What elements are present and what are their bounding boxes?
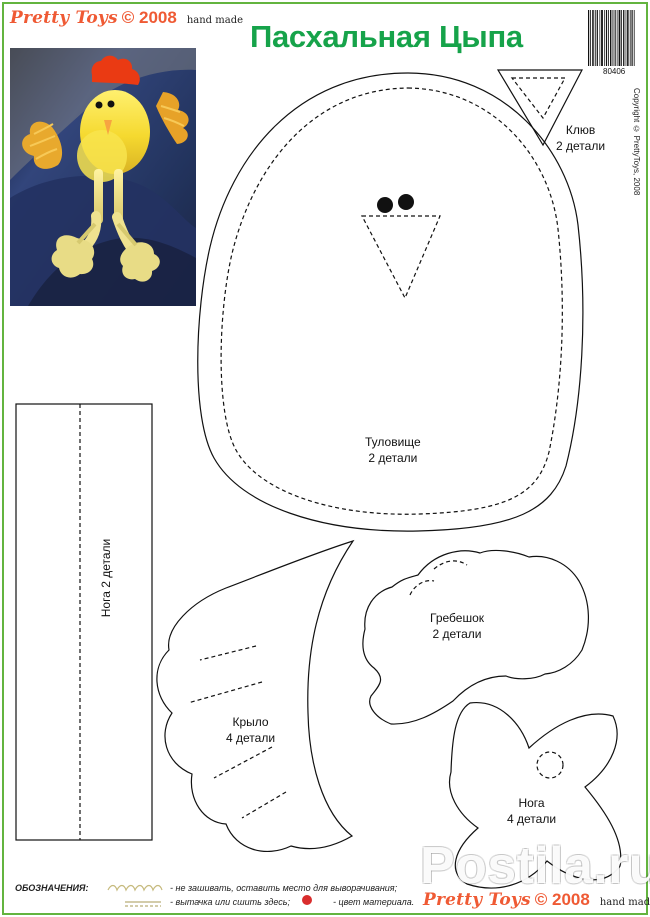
leg-foot-shape <box>449 702 622 889</box>
legend-leave-open-icon <box>107 884 163 892</box>
leg-strip-label-name: Нога 2 детали <box>99 538 113 618</box>
leg-foot-label-count: 4 детали <box>507 812 557 827</box>
beak-shape <box>496 69 583 147</box>
body-label-count: 2 детали <box>368 451 418 466</box>
leg-strip-shape <box>15 403 153 841</box>
wing-stitch-3 <box>213 746 273 779</box>
legend-line-1: - не зашивать, оставить место для вывора… <box>170 883 398 893</box>
legend-title: ОБОЗНАЧЕНИЯ: <box>15 883 89 893</box>
wing-stitch-2 <box>187 681 263 704</box>
body-label-name: Туловище <box>365 435 421 449</box>
comb-shape <box>362 549 590 725</box>
leg-strip-label: Нога 2 детали <box>98 523 114 633</box>
legend-dart-icon <box>125 901 161 907</box>
legend-color-marker <box>302 895 312 905</box>
beak-label-count: 2 детали <box>556 139 606 154</box>
page-title: Пасхальная Цыпа <box>250 19 523 54</box>
brand-handmade: hand made <box>186 15 244 26</box>
wing-stitch-1 <box>199 645 257 661</box>
beak-inner-fold <box>510 77 567 120</box>
barcode <box>587 10 637 68</box>
leg-foot-label-name: Нога <box>518 796 545 810</box>
chick-eye-left <box>377 197 393 213</box>
comb-inner-stitch-2 <box>409 579 435 596</box>
beak-label: Клюв 2 детали <box>556 122 605 154</box>
beak-label-name: Клюв <box>565 123 596 137</box>
wing-stitch-4 <box>241 791 287 819</box>
bottom-brand-name: Pretty Toys <box>423 890 531 910</box>
bottom-right-brand: Pretty Toys © 2008 hand made <box>423 890 650 910</box>
comb-label-count: 2 детали <box>432 627 482 642</box>
bottom-brand-handmade: hand made <box>599 897 650 908</box>
body-inner-stitch <box>220 87 563 515</box>
wing-label-name: Крыло <box>232 715 269 729</box>
chick-eye-right <box>398 194 414 210</box>
legend-line-3: - цвет материала. <box>333 897 415 907</box>
chick-photo <box>10 48 196 306</box>
comb-label: Гребешок 2 детали <box>430 610 484 642</box>
brand-year: © 2008 <box>121 8 177 27</box>
wing-label-count: 4 детали <box>226 731 276 746</box>
body-shape <box>197 72 584 532</box>
wing-shape <box>156 539 355 853</box>
wing-label: Крыло 4 детали <box>226 714 275 746</box>
comb-inner-stitch <box>433 560 468 570</box>
leg-foot-stitch-circle <box>536 751 564 779</box>
bottom-brand-year: © 2008 <box>534 890 590 909</box>
leg-foot-label: Нога 4 детали <box>507 795 556 827</box>
body-label: Туловище 2 детали <box>365 434 421 466</box>
comb-label-name: Гребешок <box>430 611 484 625</box>
legend-line-2: - вытачка или сшить здесь; <box>170 897 291 907</box>
top-left-brand: Pretty Toys © 2008 hand made <box>10 8 243 28</box>
copyright-vertical: Copyright © PrettyToys, 2008 <box>632 88 641 196</box>
body-beak-dart <box>361 215 441 300</box>
barcode-number: 80406 <box>603 67 626 76</box>
brand-name: Pretty Toys <box>10 8 118 28</box>
chick-photo-illustration <box>10 48 196 306</box>
legend: ОБОЗНАЧЕНИЯ: - не зашивать, оставить мес… <box>12 880 432 910</box>
